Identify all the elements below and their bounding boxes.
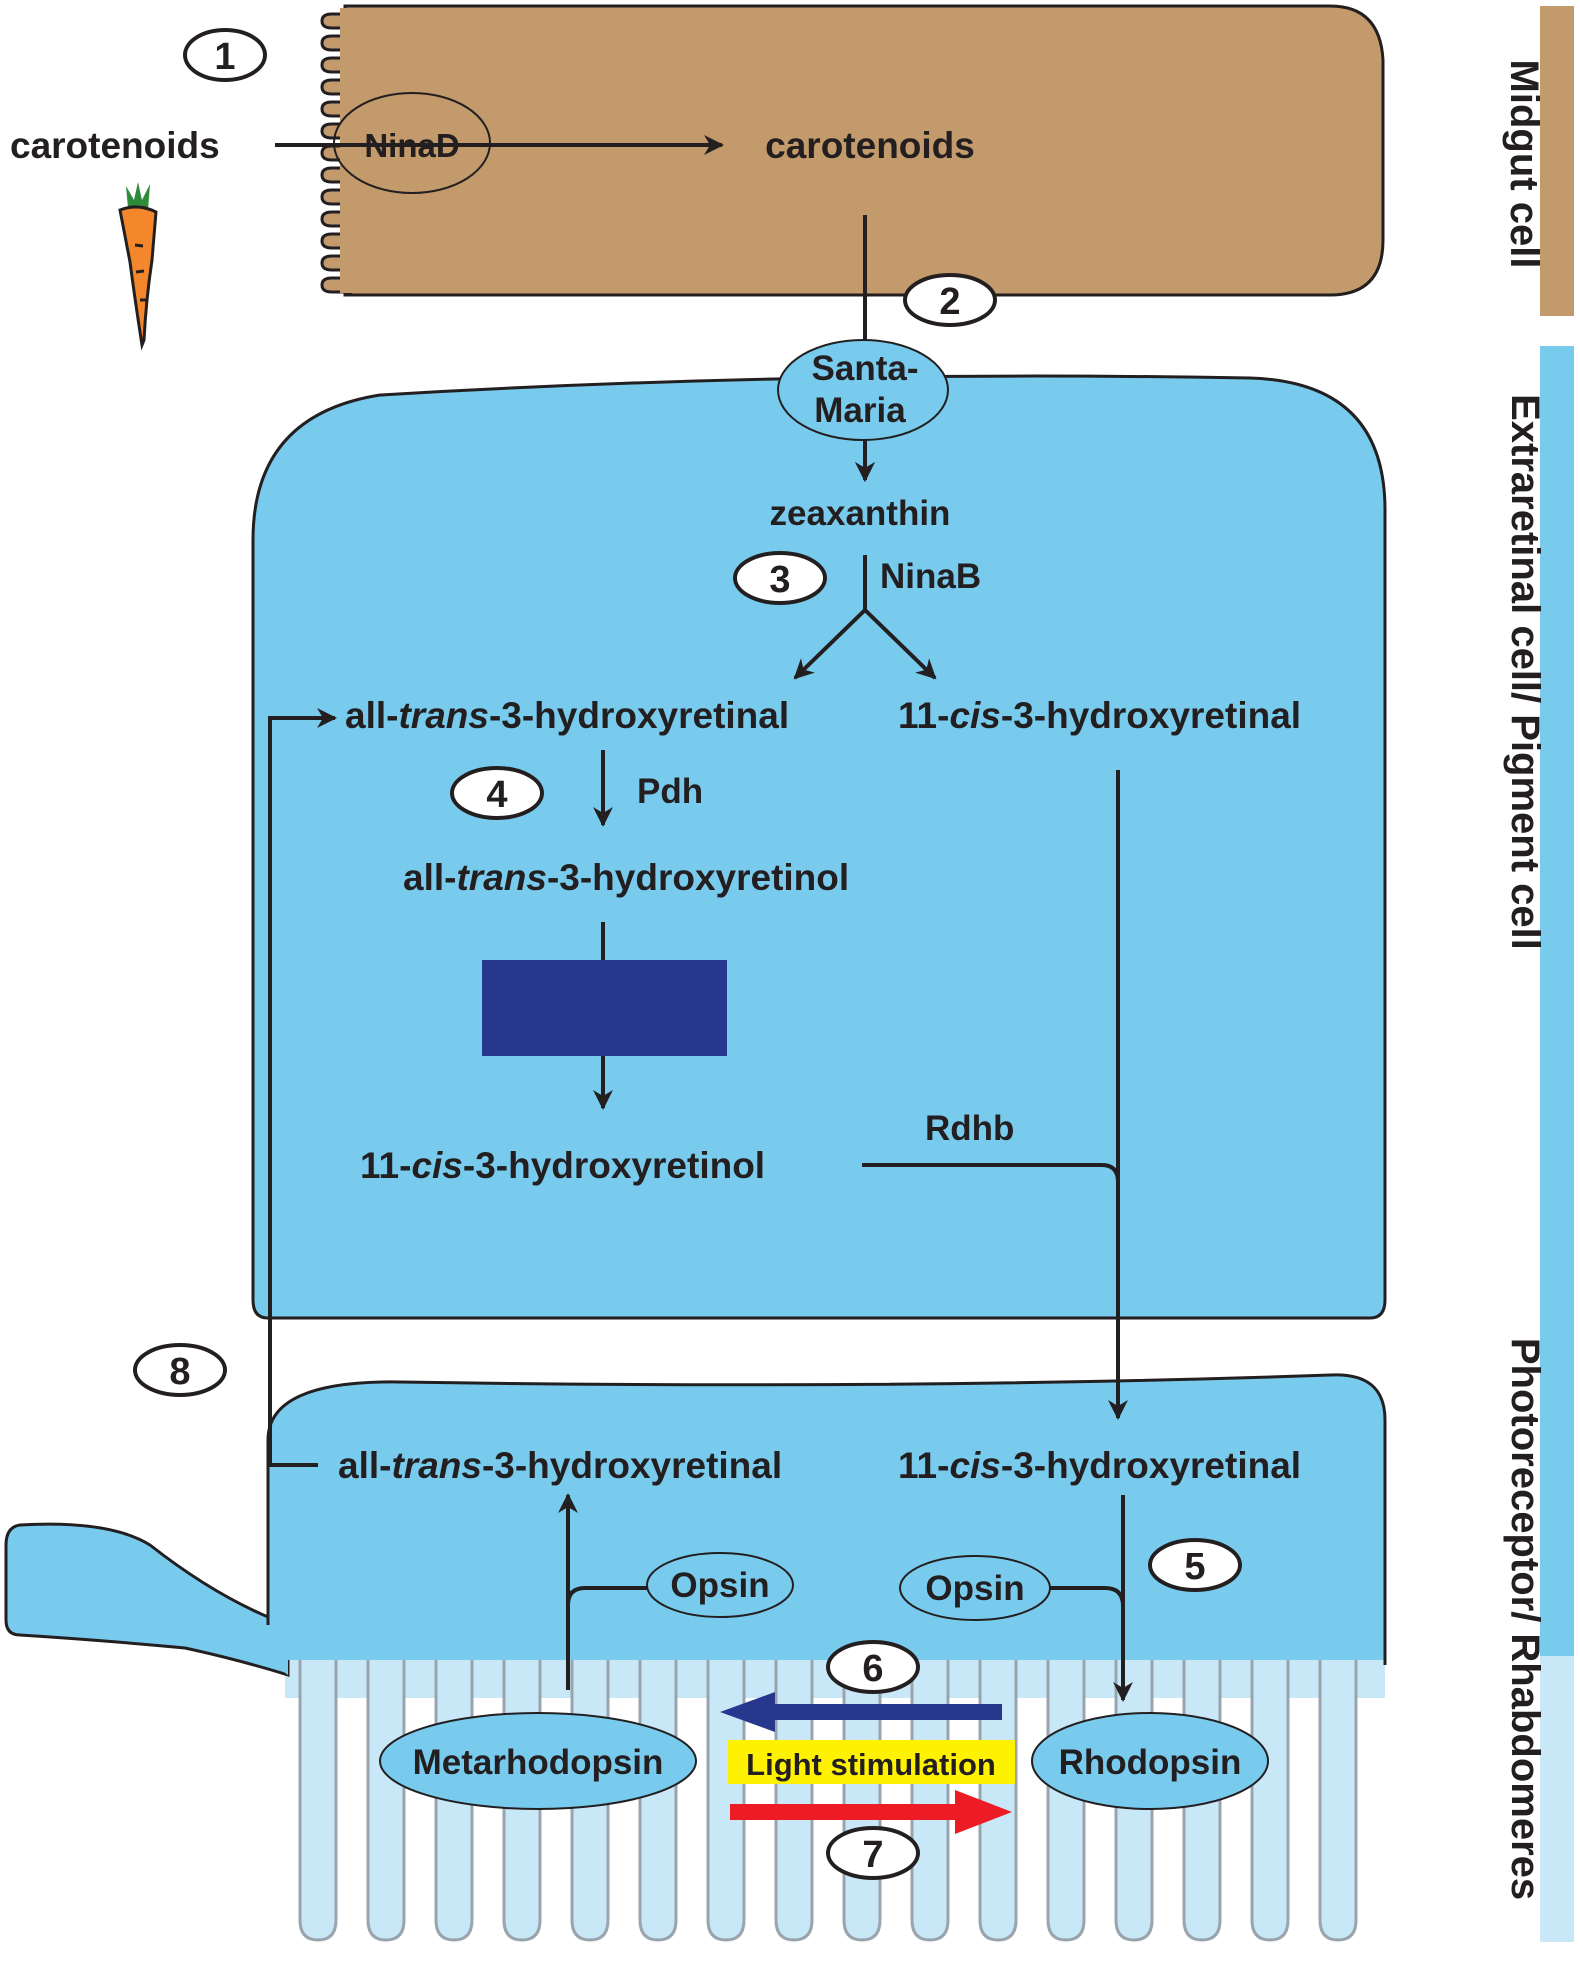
step-4-marker: 4 xyxy=(450,766,544,820)
ninab-label: NinaB xyxy=(880,557,981,596)
red-arrow-metarhodopsin-to-rhodopsin xyxy=(730,1790,1012,1834)
metarhodopsin-ellipse xyxy=(379,1712,697,1810)
midgut-cell-shape xyxy=(343,4,1385,297)
step-7-marker: 7 xyxy=(826,1826,920,1880)
step-5-marker: 5 xyxy=(1148,1538,1242,1592)
rdhb-label: Rdhb xyxy=(925,1109,1014,1148)
midgut-sidebar-bar xyxy=(1540,6,1574,316)
photoreceptor-body-shape xyxy=(268,1374,1385,1675)
rhodopsin-label: Rhodopsin xyxy=(1059,1743,1242,1782)
isomerase-box xyxy=(482,960,727,1056)
11-cis-hydroxyretinol: 11-cis-3-hydroxyretinol xyxy=(360,1145,765,1186)
rhabdomere-sidebar-bar xyxy=(1540,1656,1574,1942)
light-stimulation-label: Light stimulation xyxy=(746,1747,996,1782)
zeaxanthin-label: zeaxanthin xyxy=(770,494,951,533)
rhabdomere-microvillus xyxy=(298,1660,338,1942)
photoreceptor-cell-shape xyxy=(4,1522,290,1678)
opsin-left xyxy=(646,1552,794,1618)
rhabdomere-microvillus xyxy=(1318,1660,1358,1942)
svg-text:5: 5 xyxy=(1184,1546,1205,1588)
svg-text:2: 2 xyxy=(939,281,960,323)
rhabdomere-microvillus xyxy=(910,1660,950,1942)
photoreceptor-label: Photoreceptor/ Rhabdomeres xyxy=(1503,1337,1547,1901)
photoreceptor-outline xyxy=(266,1373,1387,1665)
step-8-marker: 8 xyxy=(133,1343,227,1397)
rhabdomere-microvillus xyxy=(978,1660,1018,1942)
extraretinal-cell-label: Extraretinal cell/ Pigment cell xyxy=(1503,394,1547,950)
all-trans-hydroxyretinal-er: all-trans-3-hydroxyretinal xyxy=(345,695,789,736)
rhabdomere-microvillus xyxy=(706,1660,746,1942)
svg-text:6: 6 xyxy=(862,1648,883,1690)
metarhodopsin-label: Metarhodopsin xyxy=(413,1743,664,1782)
11-cis-hydroxyretinal-er: 11-cis-3-hydroxyretinal xyxy=(898,695,1301,736)
rhabdomere-microvillus xyxy=(1250,1660,1290,1942)
ninad-transporter xyxy=(333,92,491,194)
rhabdomere-microvillus xyxy=(774,1660,814,1942)
opsin-right xyxy=(899,1555,1051,1621)
ninad-label: NinaD xyxy=(364,127,459,164)
all-trans-hydroxyretinal-pr: all-trans-3-hydroxyretinal xyxy=(338,1445,782,1486)
blue-arrow-rhodopsin-to-metarhodopsin xyxy=(720,1692,1002,1732)
svg-text:4: 4 xyxy=(486,774,507,816)
opsin-left-join xyxy=(566,1586,648,1606)
rhabdomere-microvillus xyxy=(842,1660,882,1942)
svg-text:7: 7 xyxy=(862,1834,883,1876)
11-cis-hydroxyretinal-pr: 11-cis-3-hydroxyretinal xyxy=(898,1445,1301,1486)
opsin-right-join xyxy=(1050,1586,1125,1607)
midgut-cell-label: Midgut cell xyxy=(1502,59,1546,269)
step-2-marker: 2 xyxy=(903,273,997,327)
all-trans-hydroxyretinol: all-trans-3-hydroxyretinol xyxy=(403,857,849,898)
svg-text:3: 3 xyxy=(769,559,790,601)
midgut-microvilli xyxy=(320,8,360,294)
rhabdomere-microvillus xyxy=(638,1660,678,1942)
carrot-icon xyxy=(118,182,158,351)
microvilli-base xyxy=(340,8,360,293)
rhabdomere-microvillus xyxy=(366,1660,406,1942)
svg-text:8: 8 xyxy=(169,1351,190,1393)
pdh-label: Pdh xyxy=(637,772,703,811)
opsin-left-label: Opsin xyxy=(670,1566,769,1605)
recycling-arrow xyxy=(268,708,337,1467)
step-1-marker: 1 xyxy=(183,28,267,82)
santa-maria-label-line2: Maria xyxy=(814,391,906,430)
extraretinal-cell-shape xyxy=(251,374,1387,1320)
rhodopsin-ellipse xyxy=(1031,1712,1269,1810)
carotenoids-outside-label: carotenoids xyxy=(10,125,220,166)
step-3-marker: 3 xyxy=(733,551,827,605)
opsin-right-label: Opsin xyxy=(925,1569,1024,1608)
extraretinal-sidebar-bar xyxy=(1540,346,1574,1656)
ninab-branch-right xyxy=(863,608,937,680)
ninab-branch-left xyxy=(793,608,867,680)
light-stimulation-box xyxy=(728,1740,1015,1784)
santa-maria-label-line1: Santa- xyxy=(812,349,919,388)
carotenoids-inside-label: carotenoids xyxy=(765,125,975,166)
step-6-marker: 6 xyxy=(826,1640,920,1694)
svg-text:1: 1 xyxy=(214,36,235,78)
